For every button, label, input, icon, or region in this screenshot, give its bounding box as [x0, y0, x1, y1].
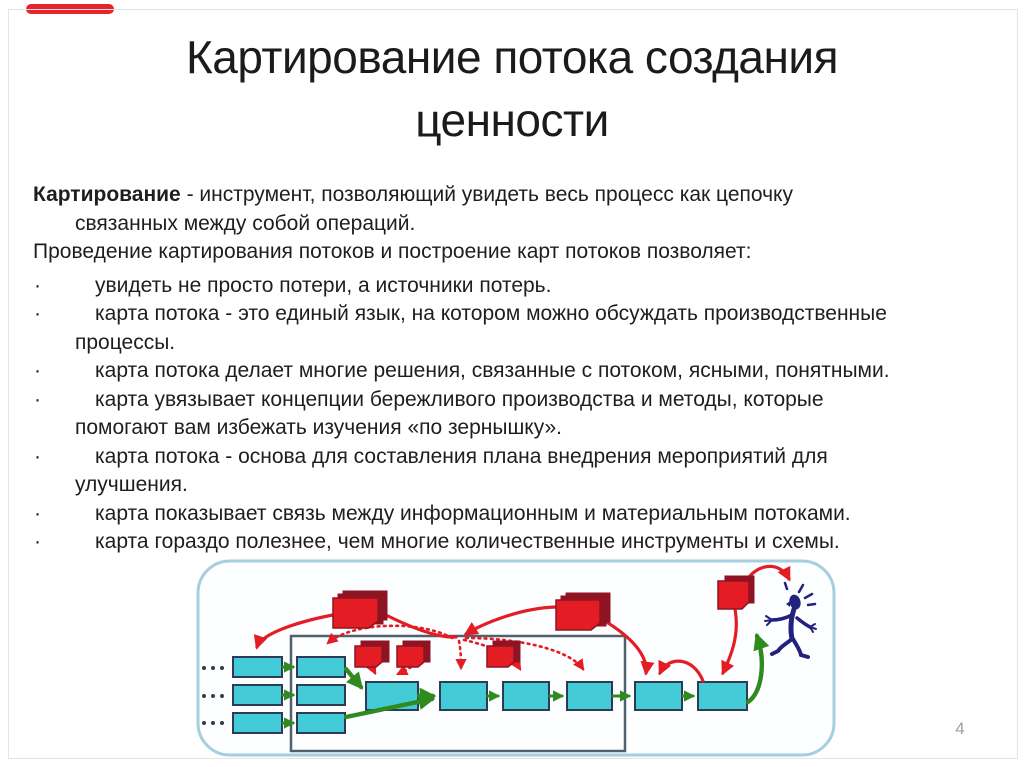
bullet-marker: · — [34, 530, 41, 553]
stick-figure-icon — [764, 581, 817, 659]
bullet-item: · увидеть не просто потери, а источники п… — [0, 272, 1010, 301]
page-number: 4 — [955, 719, 965, 738]
bullet-item: · карта увязывает концепции бережливого п… — [0, 386, 1010, 443]
intro-paragraph: Картирование - инструмент, позволяющий у… — [0, 181, 1010, 238]
slide-body: Картирование - инструмент, позволяющий у… — [0, 181, 1010, 557]
bullet-marker: · — [34, 273, 41, 297]
intro-term: Картирование — [33, 183, 181, 206]
green-flow-arrows — [281, 632, 770, 729]
bullet-text: карта потока - это единый язык, на котор… — [75, 302, 887, 354]
lead-in-paragraph: Проведение картирования потоков и постро… — [33, 240, 752, 263]
red-flow-arrows — [253, 564, 791, 683]
title-line-2: ценности — [415, 94, 609, 146]
bullet-marker: · — [34, 501, 41, 525]
bullet-item: · карта потока - это единый язык, на кото… — [0, 300, 1010, 357]
red-accent-bar — [26, 4, 114, 14]
bullet-marker: · — [34, 387, 41, 411]
bullet-text: карта потока - основа для составления пл… — [75, 444, 828, 497]
bullet-text: карта гораздо полезнее, чем многие колич… — [95, 530, 840, 553]
bullet-text: карта показывает связь между информацион… — [95, 501, 851, 525]
bullet-marker: · — [34, 359, 41, 382]
bullet-item: · карта гораздо полезнее, чем многие коли… — [0, 528, 1010, 557]
title-line-1: Картирование потока создания — [185, 31, 839, 83]
page-title: Картирование потока создания ценности — [0, 26, 1024, 152]
bullet-list: · увидеть не просто потери, а источники п… — [0, 272, 1010, 557]
intro-text: - инструмент, позволяющий увидеть весь п… — [75, 183, 793, 235]
main-process-chain — [365, 681, 748, 711]
bullet-item: · карта потока - основа для составления п… — [0, 443, 1010, 500]
bullet-item: · карта потока делает многие решения, свя… — [0, 357, 1010, 386]
bullet-text: карта увязывает концепции бережливого пр… — [75, 387, 824, 440]
bullet-text: карта потока делает многие решения, связ… — [95, 359, 890, 382]
bullet-marker: · — [34, 302, 41, 325]
bullet-text: увидеть не просто потери, а источники по… — [95, 273, 552, 297]
red-obstacle-boxes — [332, 575, 755, 668]
bullet-marker: · — [34, 444, 41, 468]
ellipsis-dots — [202, 666, 224, 725]
bullet-item: · карта показывает связь между информацио… — [0, 500, 1010, 529]
value-stream-diagram — [195, 556, 840, 760]
